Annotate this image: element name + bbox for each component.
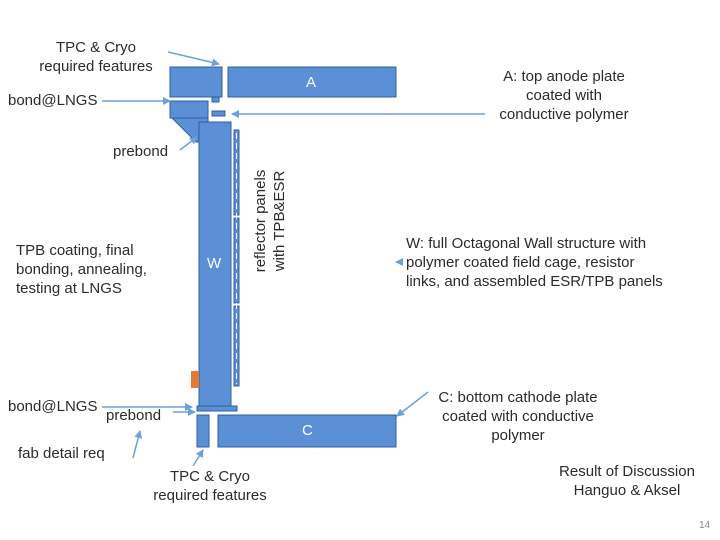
top-connector-strip bbox=[211, 110, 226, 117]
anode-plate bbox=[227, 66, 397, 98]
wall-description: W: full Octagonal Wall structure with po… bbox=[406, 234, 663, 291]
tpb-coating-label: TPB coating, final bonding, annealing, t… bbox=[16, 241, 147, 298]
anode-letter: A bbox=[306, 74, 317, 91]
tpc-cryo-top-label: TPC & Cryo required features bbox=[28, 38, 164, 76]
arrow-fab-detail bbox=[132, 430, 143, 459]
result-line-2: Hanguo & Aksel bbox=[573, 482, 681, 499]
wall-letter: W bbox=[207, 255, 222, 272]
reflector-label: reflector panels with TPB&ESR bbox=[251, 153, 291, 289]
top-flange-block bbox=[169, 66, 223, 98]
anode-description: A: top anode plate coated with conductiv… bbox=[474, 67, 654, 124]
prebond-bottom-label: prebond bbox=[106, 407, 162, 424]
wall-desc-line-2: polymer coated field cage, resistor bbox=[406, 254, 635, 271]
tpc-cryo-top-line-2: required features bbox=[39, 58, 153, 75]
wall-desc-line-1: W: full Octagonal Wall structure with bbox=[406, 235, 647, 252]
result-line-1: Result of Discussion bbox=[559, 463, 695, 480]
wall-desc-line-3: links, and assembled ESR/TPB panels bbox=[406, 273, 663, 290]
cathode-description: C: bottom cathode plate coated with cond… bbox=[418, 388, 618, 445]
bottom-prebond-strip bbox=[196, 405, 238, 412]
tpc-cryo-bottom-line-1: TPC & Cryo bbox=[169, 468, 250, 485]
bottom-flange-block bbox=[196, 414, 210, 448]
cathode-desc-line-2: coated with conductive bbox=[442, 408, 594, 425]
tpc-cryo-top-line-1: TPC & Cryo bbox=[55, 39, 136, 56]
reflector-line-2: with TPB&ESR bbox=[271, 170, 288, 272]
anode-desc-line-3: conductive polymer bbox=[499, 106, 629, 123]
cathode-letter: C bbox=[302, 422, 313, 439]
reflector-panel-2 bbox=[233, 217, 240, 304]
arrow-tpc-bottom bbox=[192, 449, 204, 467]
top-prebond-block bbox=[169, 100, 209, 119]
orange-accent bbox=[191, 371, 199, 388]
page-number: 14 bbox=[699, 520, 711, 531]
tpb-coating-line-3: testing at LNGS bbox=[16, 280, 122, 297]
top-small-tab bbox=[211, 96, 220, 103]
prebond-top-label: prebond bbox=[113, 143, 169, 160]
tpb-coating-line-2: bonding, annealing, bbox=[16, 261, 147, 278]
fab-detail-label: fab detail req bbox=[18, 445, 105, 462]
bond-lngs-bottom-label: bond@LNGS bbox=[8, 398, 98, 415]
arrow-tpc-top bbox=[167, 51, 220, 67]
cathode-desc-line-3: polymer bbox=[491, 427, 545, 444]
anode-desc-line-2: coated with bbox=[526, 87, 602, 104]
reflector-panel-1 bbox=[233, 129, 240, 216]
tpb-coating-line-1: TPB coating, final bbox=[16, 242, 134, 259]
cathode-desc-line-1: C: bottom cathode plate bbox=[438, 389, 598, 406]
cathode-plate bbox=[217, 414, 397, 448]
tpc-cryo-bottom-label: TPC & Cryo required features bbox=[142, 467, 278, 505]
reflector-line-1: reflector panels bbox=[252, 169, 269, 273]
arrow-cathode-desc bbox=[396, 391, 429, 417]
bond-lngs-top-label: bond@LNGS bbox=[8, 92, 98, 109]
result-of-discussion: Result of Discussion Hanguo & Aksel bbox=[542, 462, 712, 500]
arrow-prebond-top bbox=[179, 136, 198, 151]
tpc-cryo-bottom-line-2: required features bbox=[153, 487, 267, 504]
anode-desc-line-1: A: top anode plate bbox=[503, 68, 625, 85]
